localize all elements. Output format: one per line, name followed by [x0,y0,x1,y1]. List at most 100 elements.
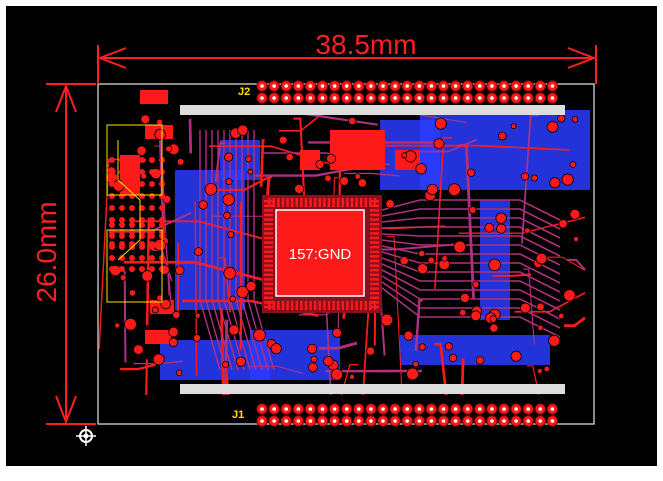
ic-pad [296,198,298,207]
header-pin-hole [333,419,337,423]
header-pin-hole [393,96,397,100]
header-pin-hole [405,84,409,88]
ic-pad [314,301,316,310]
via [194,248,202,256]
via [166,146,172,152]
ic-pad [277,198,279,207]
via [238,125,248,135]
via [454,241,466,253]
header-pin-hole [430,407,434,411]
via [205,183,217,195]
via [442,256,448,262]
via [386,200,395,209]
header-pin-hole [478,419,482,423]
height-dimension-label: 26.0mm [31,201,62,302]
via [476,356,484,364]
ic-pad [291,198,293,207]
via [558,313,564,319]
header-pin-hole [430,96,434,100]
via [417,264,427,274]
via [223,362,229,368]
header-pin-hole [539,419,543,423]
header-pin-hole [454,84,458,88]
via [428,257,435,264]
via [537,303,545,311]
ic-pad [264,274,273,276]
header-pin-hole [393,407,397,411]
header-pin-hole [526,407,530,411]
header-pin-hole [466,419,470,423]
main-ic[interactable]: 157:GND [262,195,382,313]
header-pin-hole [442,84,446,88]
via [109,244,115,250]
ic-pad [282,301,284,310]
ic-pad [332,198,334,207]
via [537,368,542,373]
via [246,156,252,162]
ic-pad [370,269,379,271]
header-pin-hole [321,96,325,100]
via [159,205,165,211]
ic-pad [264,251,273,253]
via [402,153,407,158]
via [119,193,125,199]
via [521,173,528,180]
via [226,178,232,184]
via [139,244,145,250]
header-pin-hole [514,84,518,88]
via [137,146,146,155]
via [547,121,558,132]
header-pin-hole [405,419,409,423]
ic-pad [264,237,273,239]
ic-pad [264,306,273,308]
header-pin-hole [272,84,276,88]
via [157,119,163,125]
header-pin-hole [321,407,325,411]
header-pin-hole [321,419,325,423]
header-pin-hole [539,84,543,88]
ic-pad [328,301,330,310]
via [139,255,145,261]
ic-pad [370,246,379,248]
ic-pad [374,301,376,310]
via [236,357,245,366]
header-pin-hole [442,419,446,423]
via [139,266,145,272]
ic-pad [346,198,348,207]
header-pin-hole [309,96,313,100]
via [109,181,115,187]
header-pin-hole [551,84,555,88]
ic-pad [370,228,379,230]
via [413,361,419,367]
ic-pad [264,205,273,207]
header-pin-hole [333,96,337,100]
via [149,233,155,239]
via [149,205,155,211]
ic-pad [319,198,321,207]
via [355,174,361,180]
j1-connector-body [180,384,565,394]
via [570,162,576,168]
header-pin-hole [502,419,506,423]
smd-component [145,330,171,344]
via [149,255,155,261]
ic-pad [370,232,379,234]
trace [146,360,147,395]
j1-label: J1 [232,409,244,421]
via [570,209,580,219]
header-pin-hole [260,419,264,423]
header-pin-hole [502,407,506,411]
via [230,296,236,302]
via [467,169,474,176]
via [119,222,125,228]
via [531,175,537,181]
ic-pad [264,292,273,294]
ic-pad [264,246,273,248]
ic-pad [282,198,284,207]
via [129,222,135,228]
header-pin-hole [369,419,373,423]
ic-pad [370,223,379,225]
header-pin-hole [502,84,506,88]
via [485,223,494,232]
ic-pad [370,283,379,285]
